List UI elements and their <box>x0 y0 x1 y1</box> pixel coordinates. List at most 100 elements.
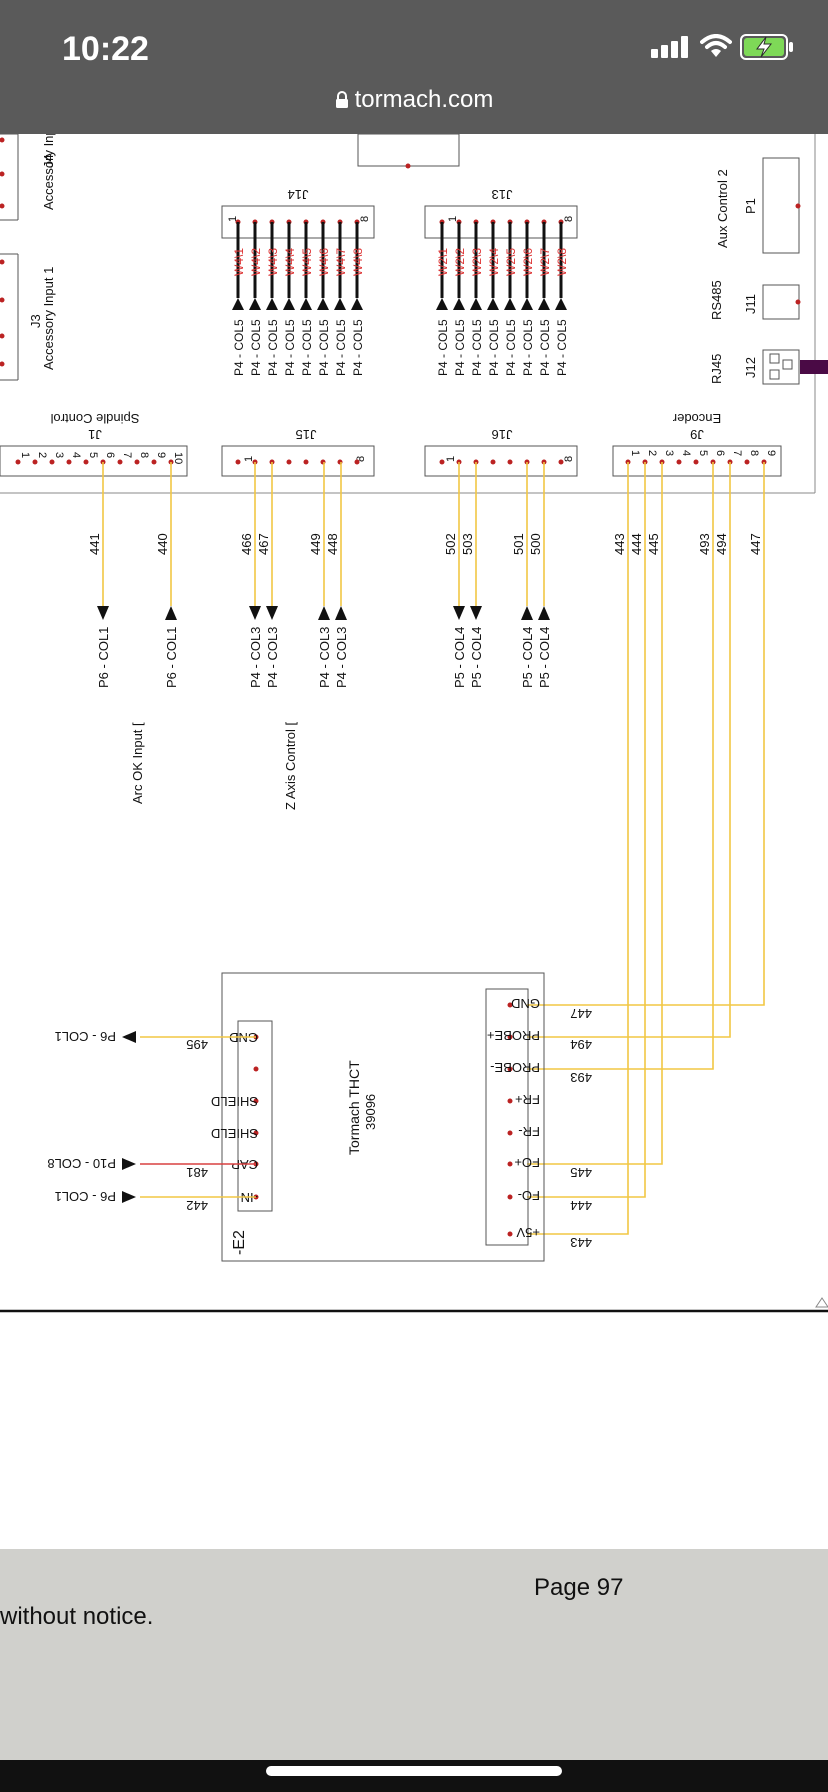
j13-col5-label: P4 - COL5 <box>487 319 501 376</box>
j14-wire-label: W4\1 <box>232 248 246 276</box>
j14-arrow <box>351 298 363 310</box>
arc-ok-input-label: Arc OK Input [ <box>130 722 145 804</box>
j14-col5-label: P4 - COL5 <box>317 319 331 376</box>
j13-col5-label: P4 - COL5 <box>538 319 552 376</box>
j9-description: Encoder <box>672 411 721 426</box>
j14-arrow <box>249 298 261 310</box>
address-bar[interactable]: tormach.com <box>0 86 828 114</box>
j9-pin <box>744 459 750 465</box>
j3-description: Accessory Input 1 <box>41 267 56 370</box>
thct-right-pin <box>507 1002 513 1008</box>
j1-pin-number: 3 <box>53 452 65 458</box>
j14-col5-label: P4 - COL5 <box>232 319 246 376</box>
j13-col5-label: P4 - COL5 <box>521 319 535 376</box>
j1-pin <box>151 459 157 465</box>
j14-wire-label: W4\4 <box>283 248 297 276</box>
thct-right-pin-label: FR- <box>518 1124 540 1139</box>
j15-pin-1-label: 1 <box>243 456 255 462</box>
j1-pin-number: 1 <box>19 452 31 458</box>
connector-j15: J15 1 8 <box>221 427 375 477</box>
j1-label: J1 <box>88 427 102 442</box>
thct-left-pin-label: SHIELD <box>211 1094 258 1109</box>
j1-pin-number: 5 <box>87 452 99 458</box>
j9-pin-number: 2 <box>646 450 658 456</box>
wire-447: 447 <box>748 533 763 555</box>
thct-right-pin <box>507 1130 513 1136</box>
j15-pin <box>354 459 360 465</box>
j14-wire-label: W4\7 <box>334 248 348 276</box>
j9-pin-number: 3 <box>663 450 675 456</box>
j16-pin-8-label: 8 <box>563 456 575 462</box>
p1-description: Aux Control 2 <box>715 169 730 248</box>
j13-arrow <box>453 298 465 310</box>
j13-wire-label: W2\1 <box>436 248 450 276</box>
j13-wire-label: W2\6 <box>521 248 535 276</box>
j16-pin <box>490 459 496 465</box>
thct-right-pin-label: GND <box>511 996 540 1011</box>
j14-col5-label: P4 - COL5 <box>334 319 348 376</box>
wire-493: 493 <box>697 533 712 555</box>
thct-right-pin <box>507 1161 513 1167</box>
connector-j11: J11 RS485 <box>709 280 801 320</box>
wire-481: 481 <box>186 1165 208 1180</box>
home-indicator[interactable] <box>266 1766 562 1776</box>
dest-p6-col1-c: P6 - COL1 <box>55 1029 116 1044</box>
dest-p4-col3-d: P4 - COL3 <box>334 627 349 688</box>
j1-pin <box>134 459 140 465</box>
page-footer <box>0 1549 828 1760</box>
dest-p5-col4-b: P5 - COL4 <box>469 627 484 688</box>
tormach-thct-module: Tormach THCT 39096 -E2 GNDSHIELDSHIELDCA… <box>211 972 545 1262</box>
wire-467: 467 <box>256 533 271 555</box>
wire-442: 442 <box>186 1198 208 1213</box>
thct-right-pin <box>507 1034 513 1040</box>
j13-col5-label: P4 - COL5 <box>453 319 467 376</box>
dest-p6-col1-a: P6 - COL1 <box>96 627 111 688</box>
j1-pin <box>15 459 21 465</box>
j16-pin <box>507 459 513 465</box>
j1-pin-number: 6 <box>104 452 116 458</box>
thct-left-pin <box>253 1130 259 1136</box>
j1-pin <box>49 459 55 465</box>
j14-arrow <box>266 298 278 310</box>
j14-wire-label: W4\5 <box>300 248 314 276</box>
top-connector <box>357 134 460 167</box>
dest-p4-col3-a: P4 - COL3 <box>248 627 263 688</box>
wire-441: 441 <box>87 533 102 555</box>
j13-arrow <box>436 298 448 310</box>
j1-pin <box>32 459 38 465</box>
j13-arrow <box>555 298 567 310</box>
j13-wire-label: W2\4 <box>487 248 501 276</box>
j13-wire-label: W2\5 <box>504 248 518 276</box>
j14-wire-label: W4\8 <box>351 248 365 276</box>
wire-group-lower <box>102 462 545 606</box>
j15-label: J15 <box>296 427 317 442</box>
home-bar <box>0 1760 828 1792</box>
j13-arrow <box>521 298 533 310</box>
j14-col5-label: P4 - COL5 <box>249 319 263 376</box>
j14-wire-label: W4\3 <box>266 248 280 276</box>
j16-label: J16 <box>492 427 513 442</box>
j11-label: J11 <box>743 294 758 314</box>
thct-right-pin <box>507 1098 513 1104</box>
j13-wire-label: W2\8 <box>555 248 569 276</box>
thct-part-number: 39096 <box>363 1094 378 1130</box>
j9-pin-number: 8 <box>748 450 760 456</box>
j13-arrow <box>538 298 550 310</box>
thct-right-pin-label: +5V <box>516 1225 540 1240</box>
j15-pin-8-label: 8 <box>355 456 367 462</box>
j9-pin-number: 6 <box>714 450 726 456</box>
dest-p6-col1-b: P6 - COL1 <box>164 627 179 688</box>
j14-label: J14 <box>288 187 309 202</box>
j13-arrow <box>487 298 499 310</box>
connector-j4: J4 Accessory Inp <box>0 134 56 221</box>
j14-arrow <box>317 298 329 310</box>
encoder-wires <box>527 462 765 1235</box>
j9-pin-number: 7 <box>731 450 743 456</box>
j15-pin <box>286 459 292 465</box>
thct-right-pin-label: FO+ <box>514 1155 540 1170</box>
wire-447-thct: 447 <box>570 1006 592 1021</box>
thct-right-pin <box>507 1066 513 1072</box>
wire-440: 440 <box>155 533 170 555</box>
wire-445-thct: 445 <box>570 1165 592 1180</box>
